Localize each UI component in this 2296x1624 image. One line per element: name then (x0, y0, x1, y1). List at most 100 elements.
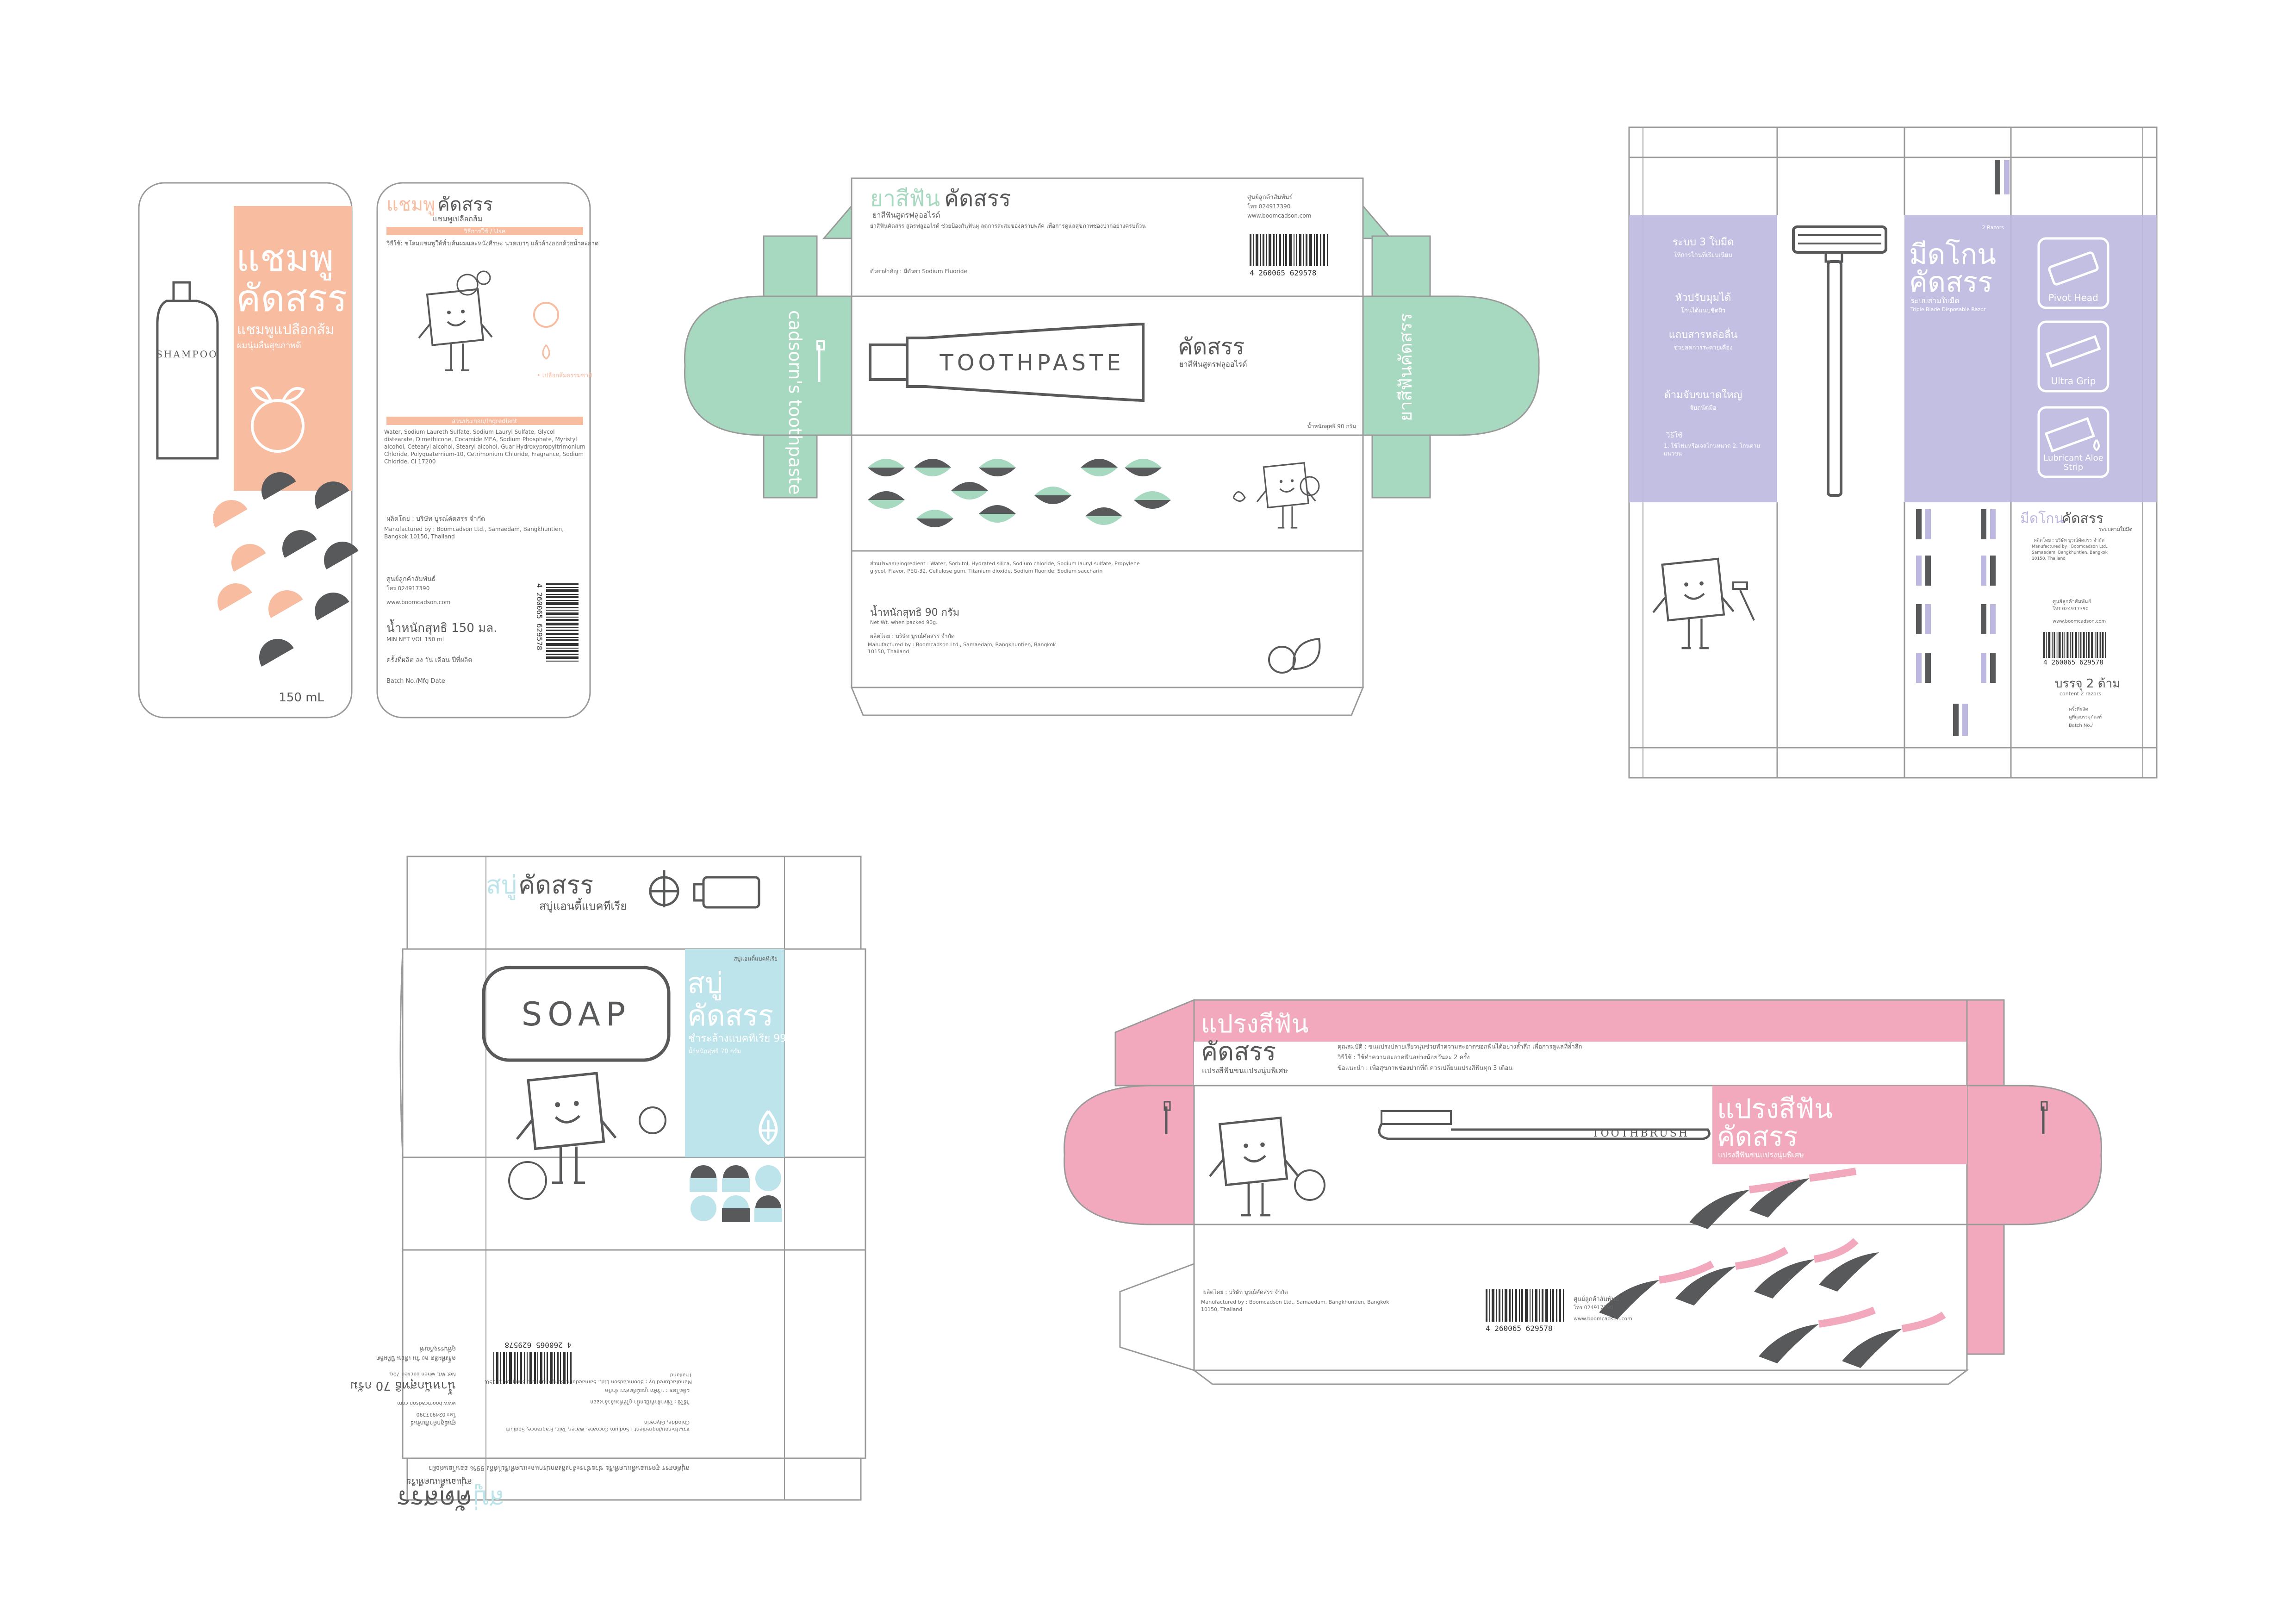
small-razor-icon (1732, 581, 1755, 621)
soap-title-1: สบู่ (687, 966, 723, 1000)
shampoo-title-1: แชมพู (236, 237, 334, 281)
razor-usage-title: วิธีใช้ (1666, 431, 1682, 439)
soap-net-en: Net Wt. when packed 70g. (388, 1371, 456, 1377)
soap-web: www.boomcadson.com (397, 1400, 456, 1406)
soap-back-panel: สบู่ คัดสรร สบู่แอนตี้แบคทีเรีย สบู่คัดส… (350, 1341, 692, 1514)
razor-lot: Batch No./ (2069, 723, 2093, 728)
razor-barcode-number: 4 260065 629578 (2043, 659, 2103, 666)
soap-maker: ผลิตโดย : บริษัท บูรณ์คัดสรร จำกัด (605, 1387, 690, 1394)
shampoo-pattern (213, 472, 359, 667)
toothpaste-tel: โทร 024917390 (1247, 203, 1290, 210)
toothpaste-maker: ผลิตโดย : บริษัท บูรณ์คัดสรร จำกัด (870, 633, 955, 640)
razor-feature-4-sub: จับถนัดมือ (1690, 404, 1716, 412)
toothpaste-web: www.boomcadson.com (1247, 212, 1311, 219)
toothbrush-web: www.boomcadson.com (1574, 1316, 1632, 1322)
toothbrush-address: Manufactured by : Boomcadson Ltd., Samae… (1201, 1299, 1389, 1312)
soap-back-desc: สบู่คัดสรร สูตรแอนตี้แบคทีเรีย ช่วยชำระล… (428, 1464, 690, 1472)
bubble-icon (456, 274, 479, 296)
soap-back-brand-sub: สบู่แอนตี้แบคทีเรีย (406, 1477, 472, 1488)
toothbrush-small-icon (816, 340, 825, 382)
shampoo-barcode-number: 4 260065 629578 (535, 583, 544, 650)
shampoo-net-weight: น้ำหนักสุทธิ 150 มล. (386, 619, 497, 635)
shampoo-back-brand-sub: แชมพูเปลือกส้ม (433, 214, 482, 224)
shampoo-tel: โทร 024917390 (386, 585, 429, 592)
toothbrush-swoosh-pattern (1599, 1168, 1946, 1368)
razor-stripe-pattern (1916, 160, 2010, 736)
toothpaste-side-right: ยาสีฟันคัดสรร (1395, 313, 1416, 421)
shampoo-back-bar-1-text: วิธีการใช้ / Use (464, 228, 505, 235)
toothbrush-desc-3: ข้อแนะนำ : เพื่อสุขภาพช่องปากที่ดี ควรเป… (1338, 1064, 1512, 1072)
razor-mfg-1: ครั้งที่ผลิต (2069, 706, 2088, 712)
sprout-icon (1232, 491, 1246, 502)
toothpaste-ingredients: ส่วนประกอบ/Ingredient : Water, Sorbitol,… (870, 561, 1140, 574)
razor-address: Manufactured by : Boomcadson Ltd., Samae… (2032, 544, 2109, 561)
soap-barcode: 4 260065 629578 (493, 1341, 572, 1384)
bubble-icon (1294, 1169, 1325, 1201)
shampoo-volume-front: 150 mL (279, 691, 324, 705)
toothpaste-dieline: ยาสีฟัน คัดสรร ยาสีฟันสูตรฟลูออไรด์ ยาสี… (684, 177, 1540, 716)
razor-usage: 1. ใช้โฟมหรือเจลโกนหนวด 2. โกนตามแนวขน (1664, 443, 1761, 457)
razor-tel: โทร 024917390 (2053, 606, 2089, 612)
toothpaste-weight-small: น้ำหนักสุทธิ 90 กรัม (1307, 422, 1356, 430)
drop-icon (759, 1110, 778, 1145)
soap-title-2: คัดสรร (687, 999, 773, 1032)
toothbrush-front-label: TOOTHBRUSH (1592, 1128, 1689, 1139)
razor-count-en: content 2 razors (2060, 691, 2101, 697)
drop-icon (542, 344, 550, 360)
toothbrush-hotline: ศูนย์ลูกค้าสัมพันธ์ (1574, 1295, 1619, 1303)
soap-top-sub: สบู่แอนตี้แบคทีเรีย (539, 898, 627, 913)
shampoo-web: www.boomcadson.com (386, 599, 450, 606)
razor-barcode: 4 260065 629578 (2043, 632, 2106, 666)
soap-bar-icon (482, 966, 671, 1062)
razor-count-small: 2 Razors (1982, 225, 2004, 231)
razor-mascot (1653, 559, 1734, 648)
toothbrush-desc-1: คุณสมบัติ : ขนแปรงปลายเรียวนุ่มช่วยทำควา… (1338, 1042, 1582, 1050)
shampoo-ingredients: Water, Sodium Laureth Sulfate, Sodium La… (384, 429, 585, 465)
soap-front-label: SOAP (522, 995, 631, 1033)
shampoo-lot: Batch No./Mfg Date (386, 678, 445, 685)
shampoo-bottle-icon (156, 281, 219, 460)
shampoo-english-label: SHAMPOO (156, 349, 218, 360)
soap-ingredients: ส่วนประกอบ/Ingredient : Sodium Cocoate, … (505, 1419, 690, 1432)
shampoo-address: Manufactured by : Boomcadson Ltd., Samae… (384, 526, 564, 540)
razor-hotline: ศูนย์ลูกค้าสัมพันธ์ (2053, 599, 2091, 605)
leaf-outline-icon (1268, 637, 1321, 674)
toothbrush-pink-band (1712, 1086, 1967, 1164)
razor-feature-2-sub: โกนได้แนบชิดผิว (1681, 307, 1725, 314)
shampoo-back-panel (376, 182, 591, 718)
toothpaste-net: น้ำหนักสุทธิ 90 กรัม (870, 605, 959, 618)
shampoo-back-brand-2: คัดสรร (437, 194, 493, 215)
soap-tel: โทร 024917390 (416, 1412, 456, 1418)
toothbrush-subtitle: แปรงสีฟันขนแปรงนุ่มพิเศษ (1202, 1066, 1288, 1075)
shampoo-dieline: SHAMPOO แชมพู คัดสรร แชมพูแปลือกส้ม ผมนุ… (138, 182, 598, 718)
shampoo-usage: วิธีใช้: ชโลมแชมพูให้ทั่วเส้นผมและหนังศี… (386, 239, 598, 247)
shampoo-title-2: คัดสรร (236, 277, 347, 320)
razor-title-1: มีดโกน (1909, 238, 1996, 271)
soap-hotline: ศูนย์ลูกค้าสัมพันธ์ (411, 1419, 456, 1427)
razor-web: www.boomcadson.com (2053, 619, 2106, 624)
soap-dot-pattern (690, 1165, 782, 1222)
soap-back-brand-1: สบู่ (473, 1484, 504, 1514)
toothpaste-barcode: 4 260065 629578 (1250, 234, 1328, 277)
toothpaste-address: Manufactured by : Boomcadson Ltd., Samae… (868, 642, 1056, 655)
razor-feature-1: ระบบ 3 ใบมีด (1672, 236, 1734, 248)
shampoo-barcode: 4 260065 629578 (535, 583, 579, 662)
toothpaste-brand-sub: ยาสีฟันสูตรฟลูออไรด์ (1179, 360, 1247, 369)
razor-subtitle: ระบบสามใบมีด (1910, 296, 1960, 305)
razor-mfg-2: ดูที่ถุงบรรจุภัณฑ์ (2069, 713, 2102, 720)
toothpaste-title-2: คัดสรร (944, 186, 1011, 212)
soap-dieline: สบู่ คัดสรร สบู่แอนตี้แบคทีเรีย สบู่แอนต… (350, 856, 866, 1514)
shampoo-net-en: MIN NET VOL 150 ml (386, 636, 444, 643)
toothbrush-side-title-2: คัดสรร (1717, 1121, 1798, 1152)
toothbrush-maker: ผลิตโดย : บริษัท บูรณ์คัดสรร จำกัด (1203, 1289, 1288, 1296)
toothbrush-small-icon-right (2041, 1101, 2048, 1134)
soap-back-brand-2: คัดสรร (397, 1485, 472, 1514)
bubble-icon (476, 270, 491, 285)
aloe-strip-badge: Lubricant Aloe Strip (2037, 406, 2109, 478)
toothpaste-front-label: TOOTHPASTE (939, 350, 1124, 376)
toothpaste-tube-icon (869, 322, 1145, 402)
soap-tag-small: สบู่แอนตี้แบคทีเรีย (734, 955, 778, 962)
razor-maker: ผลิตโดย : บริษัท บูรณ์คัดสรร จำกัด (2034, 537, 2104, 543)
toothpaste-desc: ยาสีฟันคัดสรร สูตรฟลูออไรด์ ช่วยป้องกันฟ… (870, 223, 1146, 229)
ultra-grip-badge: Ultra Grip (2037, 320, 2109, 393)
